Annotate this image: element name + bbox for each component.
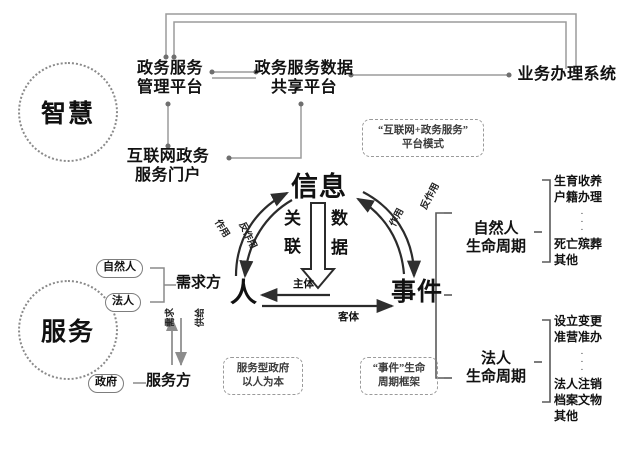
pill-legal-person[interactable]: 法人: [105, 293, 141, 312]
leaf-item-birth-adoption: 生育收养: [554, 174, 603, 188]
node-legal-person-lifecycle: 法人 生命周期: [456, 350, 536, 386]
node-business-system: 业务办理系统: [509, 66, 625, 85]
node-internet-portal-line2: 服务门户: [134, 166, 201, 184]
node-natural-person-lifecycle: 自然人 生命周期: [456, 220, 536, 256]
node-business-system-line1: 业务办理系统: [517, 66, 617, 83]
domain-circle-zhihui-label: 智慧: [40, 101, 95, 128]
domain-circle-fuwu: 服务: [18, 280, 118, 380]
leaf-legal-person-ellipsis: ·····: [580, 348, 584, 392]
core-node-person: 人: [230, 278, 258, 308]
core-arrow-label-lian: 联: [284, 237, 301, 256]
callout-service-government-line1: 服务型政府: [236, 363, 290, 375]
node-demand-side: 需求方: [176, 275, 222, 291]
service-flow-label-supply: 供给: [196, 307, 206, 327]
core-label-left-reaction: 反作用: [236, 220, 258, 251]
node-internet-portal: 互联网政务 服务门户: [118, 148, 218, 186]
callout-event-framework-line2: 周期框架: [378, 377, 420, 388]
leaf-legal-person-bottom: 法人注销 档案文物 其他: [554, 376, 602, 424]
node-share-platform: 政务服务数据 共享平台: [254, 60, 354, 98]
node-legal-person-lifecycle-line2: 生命周期: [465, 369, 526, 385]
leaf-item-other-legal: 其他: [554, 409, 579, 424]
node-mgmt-platform: 政务服务 管理平台: [127, 60, 213, 98]
callout-event-framework-line1: “事件”生命: [372, 363, 426, 375]
node-natural-person-lifecycle-line1: 自然人: [473, 221, 519, 237]
core-label-right-action: 作用: [388, 207, 407, 229]
node-supply-side: 服务方: [146, 373, 192, 389]
service-flow-label-demand: 需求: [166, 307, 176, 327]
leaf-natural-person-bottom: 死亡殡葬 其他: [554, 236, 602, 268]
leaf-natural-person-top: 生育收养 户籍办理: [554, 173, 602, 205]
core-label-right-reaction: 反作用: [419, 181, 442, 212]
callout-platform-mode-line2: 平台模式: [402, 139, 444, 150]
domain-circle-fuwu-label: 服务: [40, 319, 95, 346]
leaf-item-archives: 档案文物: [554, 393, 603, 408]
callout-event-framework: “事件”生命 周期框架: [360, 357, 438, 395]
core-arrow-label-guanlian: 关: [284, 210, 301, 228]
node-mgmt-platform-line2: 管理平台: [136, 78, 203, 96]
core-node-event: 事件: [390, 279, 443, 306]
node-share-platform-line1: 政务服务数据: [254, 60, 354, 77]
callout-service-government-line2: 以人为本: [242, 377, 284, 388]
node-internet-portal-line1: 互联网政务: [126, 148, 210, 165]
pill-government[interactable]: 政府: [88, 374, 124, 393]
core-label-left-action: 作用: [212, 218, 231, 240]
leaf-item-other-natural: 其他: [554, 253, 579, 268]
domain-circle-zhihui: 智慧: [18, 62, 118, 162]
core-arrow-label-ju: 据: [331, 237, 348, 257]
node-mgmt-platform-line1: 政务服务: [136, 60, 203, 77]
core-arrow-label-shuju-text: 数: [331, 209, 348, 228]
node-legal-person-lifecycle-line1: 法人: [480, 351, 511, 367]
callout-platform-mode: “互联网+政务服务” 平台模式: [362, 119, 484, 157]
core-axis-label-subject: 主体: [293, 279, 314, 290]
leaf-item-household: 户籍办理: [554, 190, 603, 205]
leaf-legal-person-top: 设立变更 准营准办: [554, 313, 602, 345]
node-natural-person-lifecycle-line2: 生命周期: [465, 239, 526, 255]
leaf-item-license: 准营准办: [554, 330, 603, 345]
pill-natural-person[interactable]: 自然人: [96, 259, 143, 278]
core-node-information: 信息: [291, 172, 347, 202]
leaf-natural-person-ellipsis: ·····: [580, 208, 584, 252]
callout-service-government: 服务型政府 以人为本: [223, 357, 303, 395]
leaf-item-death-funeral: 死亡殡葬: [554, 237, 603, 251]
callout-platform-mode-line1: “互联网+政务服务”: [378, 125, 468, 137]
node-share-platform-line2: 共享平台: [270, 78, 337, 96]
core-arrow-label-guanlian-text: 关: [284, 209, 301, 228]
leaf-item-establish-change: 设立变更: [554, 314, 603, 328]
core-axis-label-object: 客体: [338, 312, 359, 323]
leaf-item-deregistration: 法人注销: [554, 377, 603, 391]
core-arrow-label-shuju: 数 据: [331, 210, 348, 257]
